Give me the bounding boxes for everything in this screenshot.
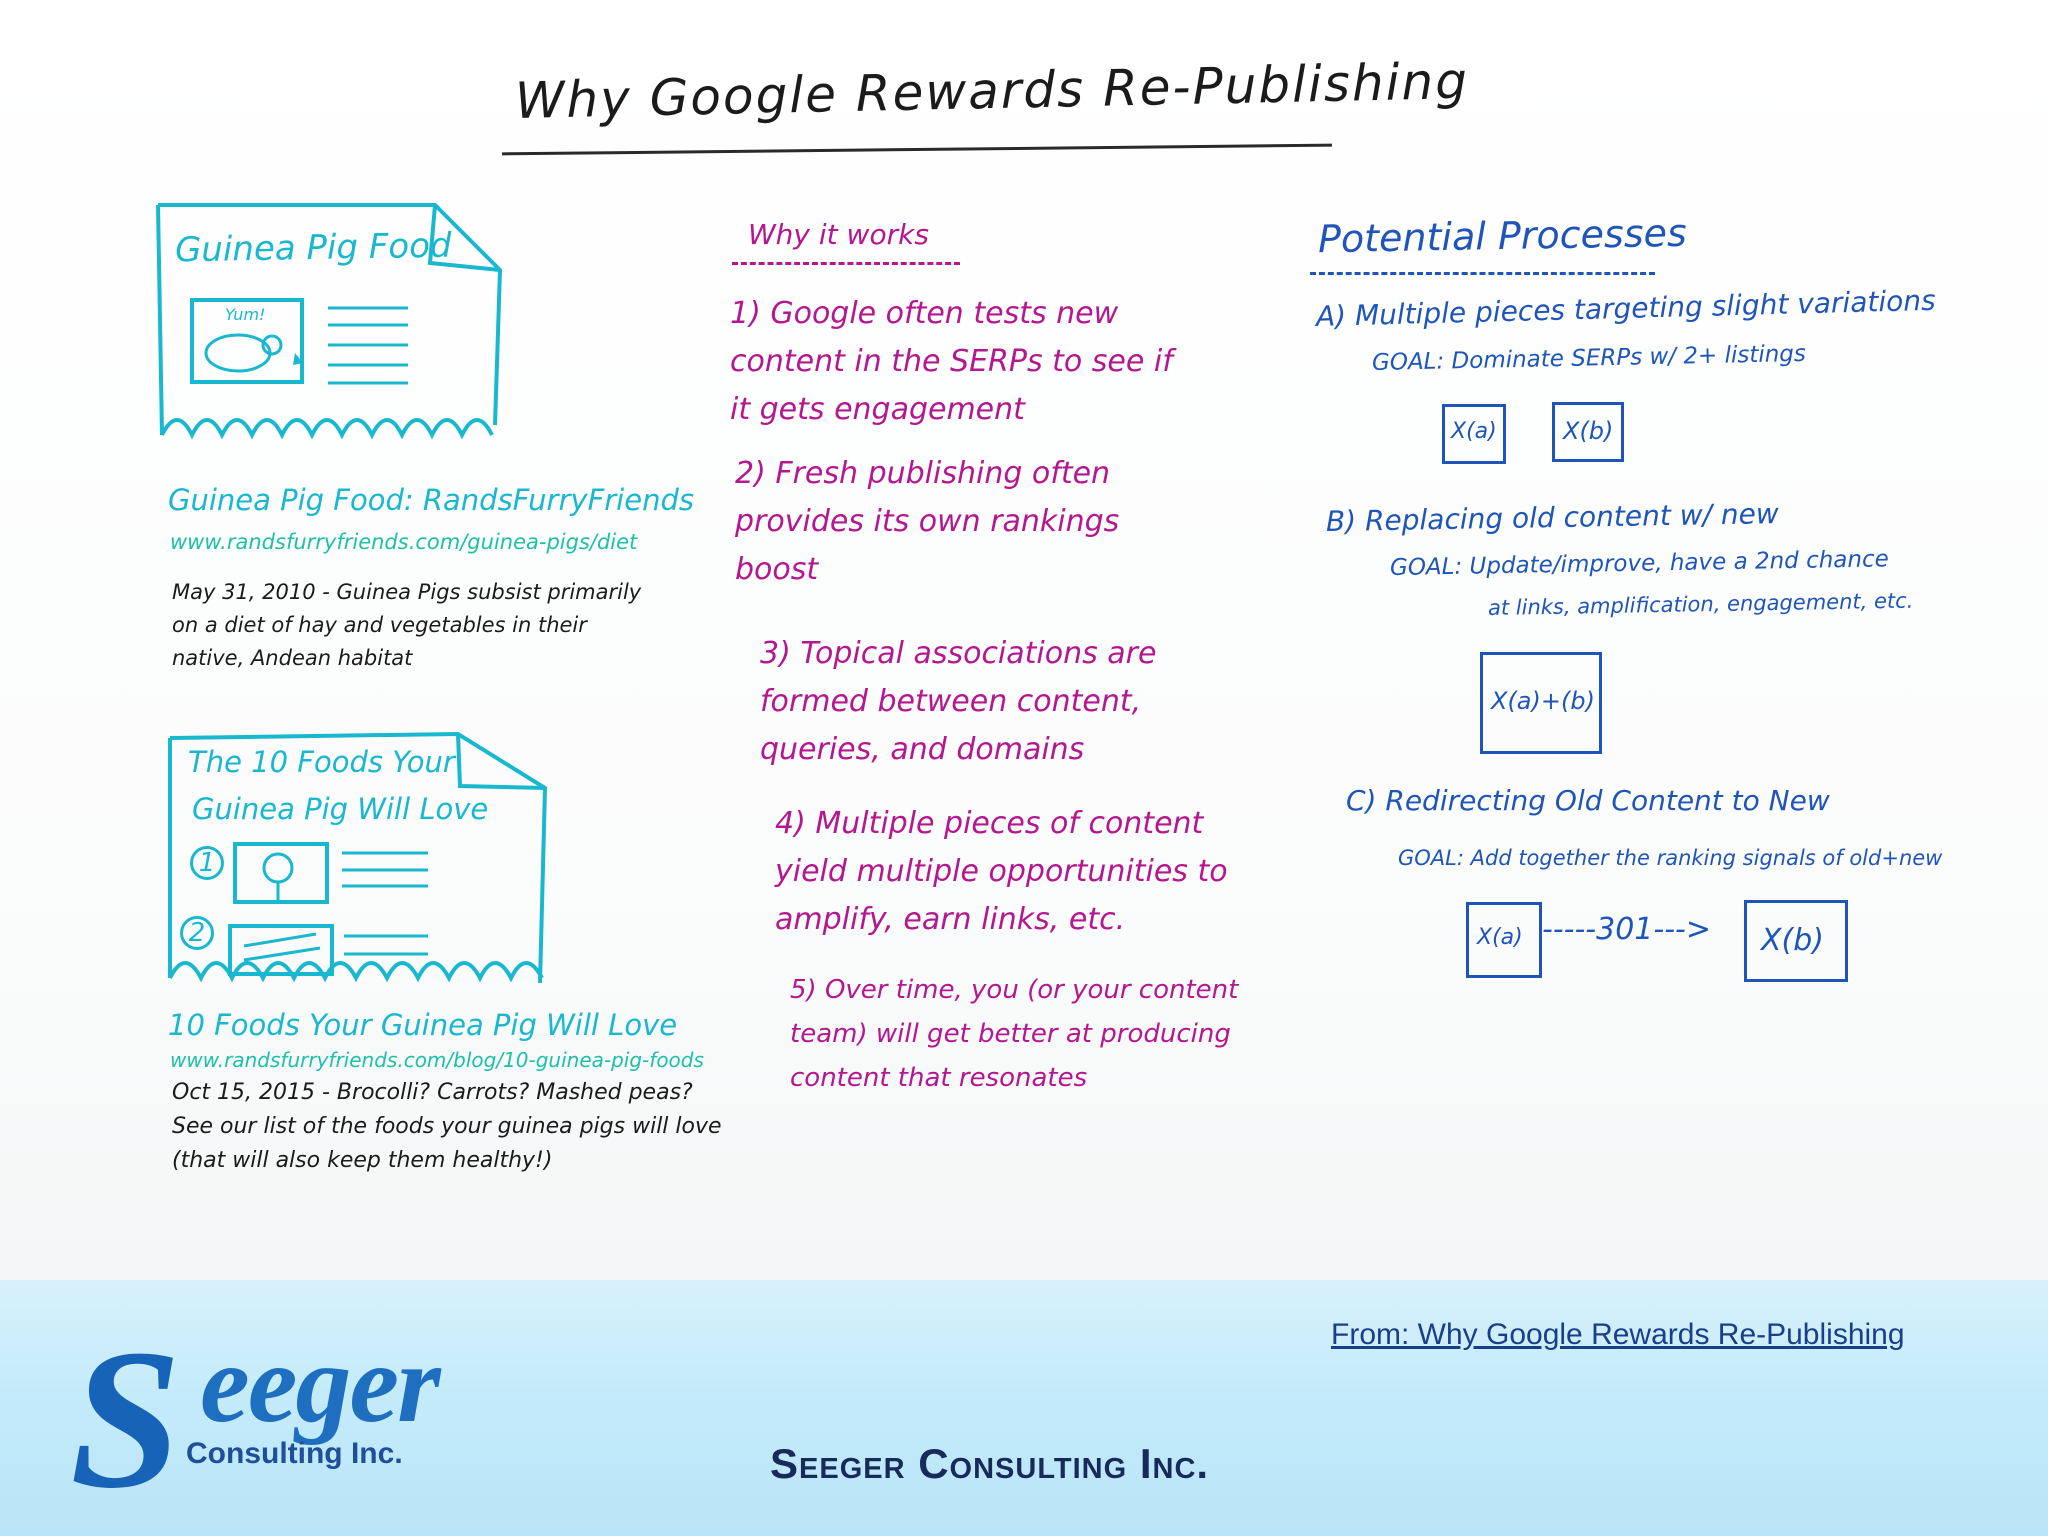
process-b-doc-label: X(a)+(b) (1491, 687, 1595, 715)
page-sketch-10-foods (168, 731, 548, 984)
process-c-doc-new: X(b) (1744, 900, 1848, 982)
card2-title-line1: The 10 Foods Your (188, 745, 455, 779)
reason-3-number: 3) (760, 636, 791, 671)
potential-processes-underline (1310, 272, 1655, 275)
reason-3: 3) Topical associations are formed betwe… (760, 630, 1190, 774)
card2-title-line2: Guinea Pig Will Love (192, 792, 489, 826)
logo-word: eeger (200, 1322, 441, 1446)
process-c-goal: GOAL: Add together the ranking signals o… (1398, 846, 1943, 870)
board-title: Why Google Rewards Re-Publishing (514, 52, 1470, 130)
reason-1-text: Google often tests new content in the SE… (730, 296, 1173, 427)
result2-headline: 10 Foods Your Guinea Pig Will Love (168, 1008, 678, 1042)
reason-2-text: Fresh publishing often provides its own … (735, 456, 1120, 587)
result1-url: www.randsfurryfriends.com/guinea-pigs/di… (170, 530, 638, 554)
process-a-label: A) Multiple pieces targeting slight vari… (1315, 283, 1936, 333)
logo-subtitle: Consulting Inc. (186, 1437, 403, 1470)
process-c-doc-new-label: X(b) (1761, 923, 1825, 958)
result1-snippet: May 31, 2010 - Guinea Pigs subsist prima… (172, 580, 642, 670)
process-b-goal-line1: GOAL: Update/improve, have a 2nd chance (1389, 546, 1890, 581)
process-a-doc-a: X(a) (1442, 404, 1506, 464)
page-sketch-guinea-pig-food (156, 203, 503, 440)
result1-headline: Guinea Pig Food: RandsFurryFriends (168, 483, 694, 517)
result2-url: www.randsfurryfriends.com/blog/10-guinea… (170, 1048, 704, 1072)
reason-5-text: Over time, you (or your content team) wi… (790, 975, 1239, 1093)
card1-bubble: Yum! (225, 305, 266, 324)
logo-initial: S (70, 1309, 182, 1530)
card1-title: Guinea Pig Food (174, 225, 452, 271)
process-c-doc-old: X(a) (1466, 902, 1542, 978)
reason-2-number: 2) (735, 456, 766, 491)
reason-4-number: 4) (775, 806, 806, 841)
process-c-label: C) Redirecting Old Content to New (1346, 784, 1830, 817)
potential-processes-heading: Potential Processes (1317, 210, 1688, 262)
footer-band (0, 1280, 2048, 1536)
process-a-goal: GOAL: Dominate SERPs w/ 2+ listings (1371, 340, 1807, 376)
process-a-doc-a-label: X(a) (1451, 419, 1497, 444)
title-underline (502, 143, 1332, 156)
process-a-doc-b-label: X(b) (1563, 417, 1614, 445)
reason-5-number: 5) (790, 975, 817, 1005)
process-b-goal-line2: at links, amplification, engagement, etc… (1487, 588, 1914, 620)
reason-4-text: Multiple pieces of content yield multipl… (775, 806, 1228, 937)
reason-2: 2) Fresh publishing often provides its o… (735, 450, 1195, 594)
reason-1-number: 1) (730, 296, 761, 331)
why-it-works-underline (732, 262, 960, 265)
process-c-doc-old-label: X(a) (1477, 925, 1523, 950)
process-a-doc-b: X(b) (1552, 402, 1624, 462)
process-b-label: B) Replacing old content w/ new (1325, 497, 1780, 538)
redirect-301-arrow: -----301---> (1542, 912, 1711, 947)
whiteboard: Why Google Rewards Re-Publishing Guinea … (0, 0, 2048, 1280)
process-b-doc: X(a)+(b) (1480, 652, 1602, 754)
reason-1: 1) Google often tests new content in the… (730, 290, 1190, 434)
reason-4: 4) Multiple pieces of content yield mult… (775, 800, 1245, 944)
card2-item-number-1: 1 (190, 846, 224, 880)
company-name: Seeger Consulting Inc. (770, 1440, 1210, 1487)
reason-3-text: Topical associations are formed between … (760, 636, 1157, 767)
result2-snippet: Oct 15, 2015 - Brocolli? Carrots? Mashed… (172, 1080, 722, 1173)
source-link[interactable]: From: Why Google Rewards Re-Publishing (1331, 1318, 1905, 1351)
card2-item-number-2: 2 (180, 916, 214, 950)
reason-5: 5) Over time, you (or your content team)… (790, 968, 1260, 1100)
why-it-works-heading: Why it works (748, 218, 929, 251)
